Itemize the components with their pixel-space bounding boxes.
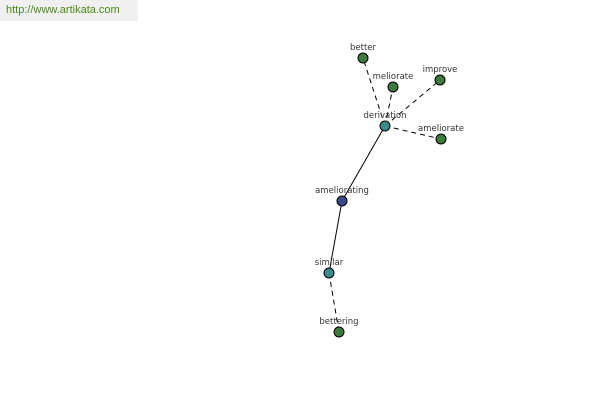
node-label-better[interactable]: better [350, 43, 377, 53]
node-label-meliorate[interactable]: meliorate [373, 72, 414, 82]
edge-derivation-better [362, 57, 386, 127]
node-better[interactable] [357, 52, 369, 64]
node-label-derivation[interactable]: derivation [363, 111, 406, 121]
nodes-layer [323, 52, 447, 338]
edges-layer [328, 57, 442, 333]
node-label-ameliorate[interactable]: ameliorate [418, 124, 464, 134]
edge-ameliorating-derivation [341, 125, 386, 202]
node-label-bettering[interactable]: bettering [319, 317, 358, 327]
node-derivation[interactable] [379, 120, 391, 132]
node-similar[interactable] [323, 267, 335, 279]
node-ameliorate[interactable] [435, 133, 447, 145]
node-bettering[interactable] [333, 326, 345, 338]
node-improve[interactable] [434, 74, 446, 86]
edge-derivation-ameliorate [384, 125, 442, 140]
node-label-similar[interactable]: similar [315, 258, 344, 268]
edge-derivation-improve [384, 79, 441, 127]
edge-ameliorating-similar [328, 200, 343, 274]
edge-similar-bettering [328, 272, 340, 333]
site-url-banner[interactable]: http://www.artikata.com [0, 0, 138, 21]
node-label-ameliorating[interactable]: ameliorating [315, 186, 369, 196]
node-meliorate[interactable] [387, 81, 399, 93]
node-label-improve[interactable]: improve [423, 65, 458, 75]
node-ameliorating[interactable] [336, 195, 348, 207]
labels-layer: better meliorate improve derivation ameliora… [315, 43, 464, 327]
edge-derivation-meliorate [384, 86, 394, 127]
